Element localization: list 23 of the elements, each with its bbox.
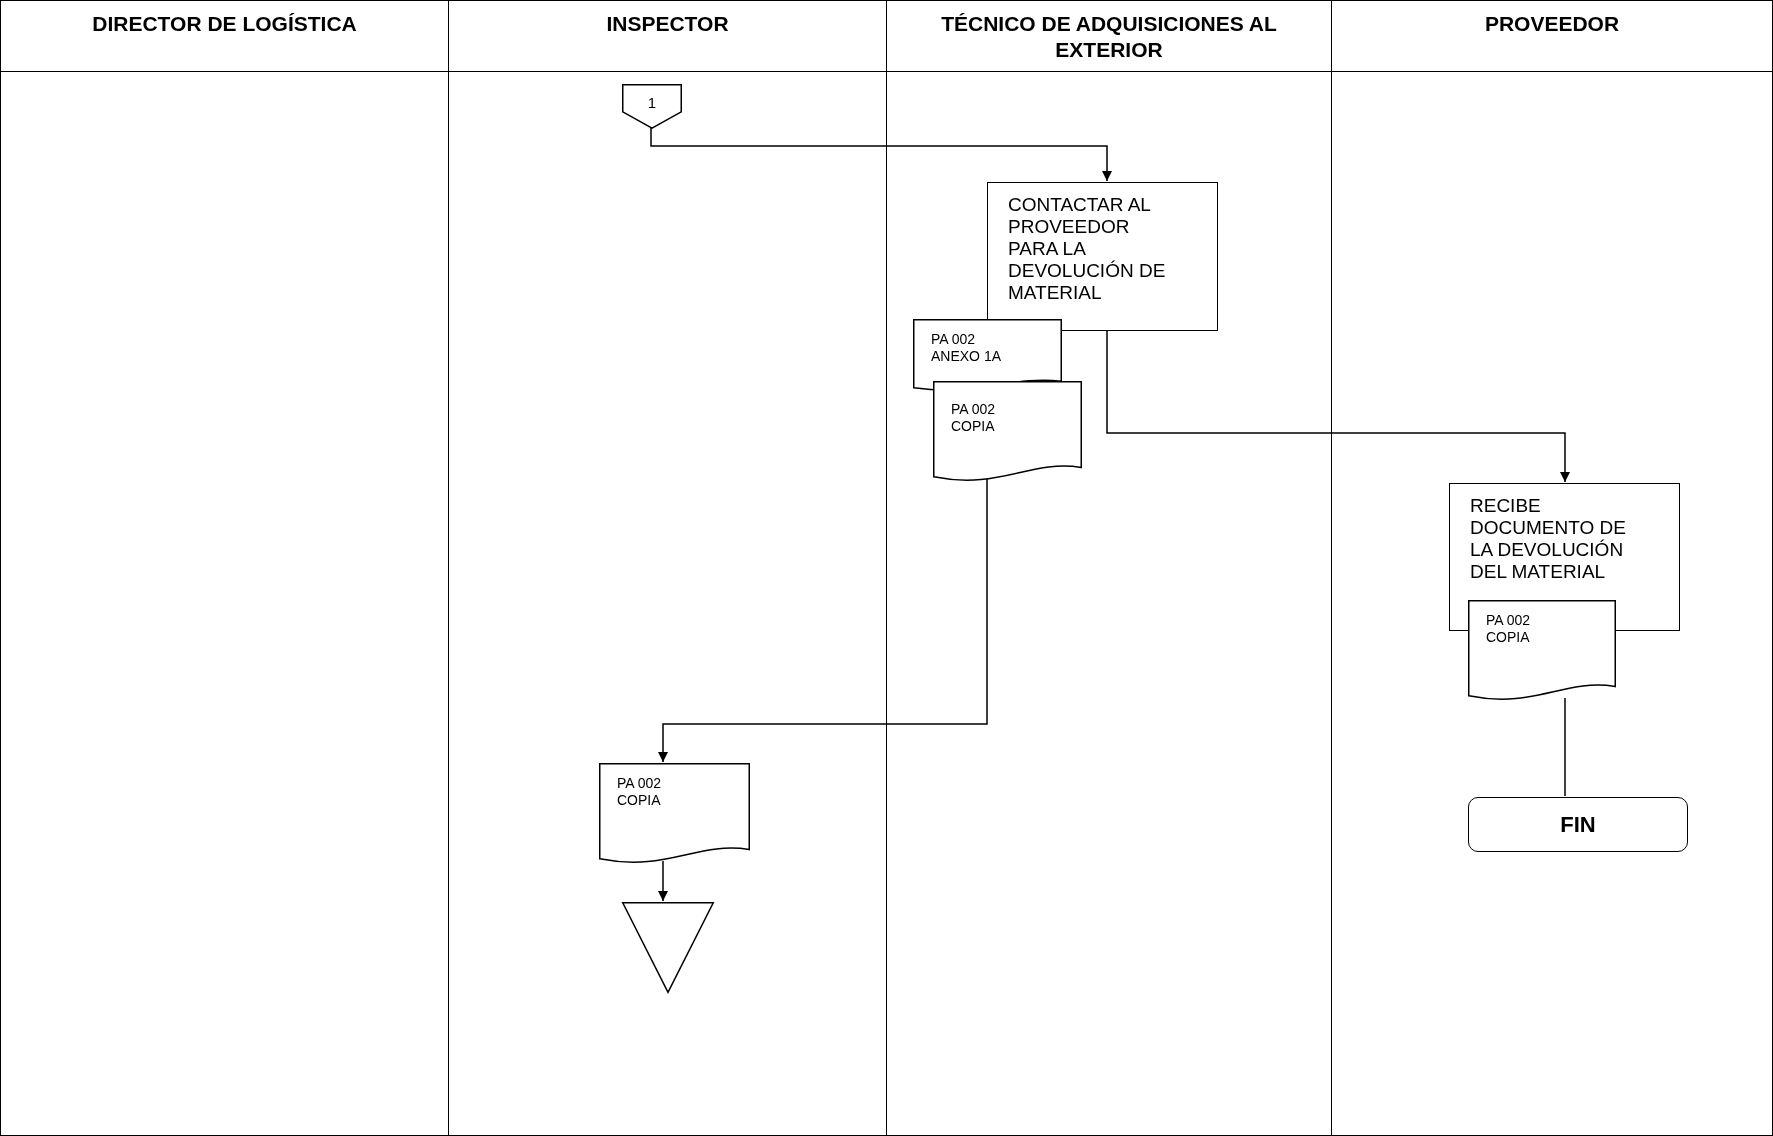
process-label: RECIBE DOCUMENTO DE LA DEVOLUCIÓN DEL MATERIAL [1470,495,1627,583]
document-label: PA 002 COPIA [617,775,663,809]
document-label: PA 002 COPIA [1486,612,1532,646]
swimlane [0,0,449,1136]
arrow [658,860,668,902]
arrow [650,127,1112,182]
process-label: CONTACTAR AL PROVEEDOR PARA LA DEVOLUCIÓN DE MATERIAL [1008,194,1167,304]
document-label: PA 002 COPIA [951,401,997,435]
arrow [658,477,988,763]
terminator [1468,797,1688,852]
off-page-connector [622,84,682,129]
document-symbol [1468,600,1616,703]
lane-header: PROVEEDOR [1332,1,1772,72]
swimlane [1331,0,1773,1136]
document-label: PA 002 ANEXO 1A [931,331,1003,365]
archive-triangle [622,902,714,993]
arrow [1106,329,1570,483]
connector-number: 1 [646,94,658,111]
swimlane [448,0,887,1136]
document-symbol [933,381,1082,484]
document-symbol [599,763,750,866]
swimlane [886,0,1332,1136]
end-label: FIN [1560,811,1596,838]
